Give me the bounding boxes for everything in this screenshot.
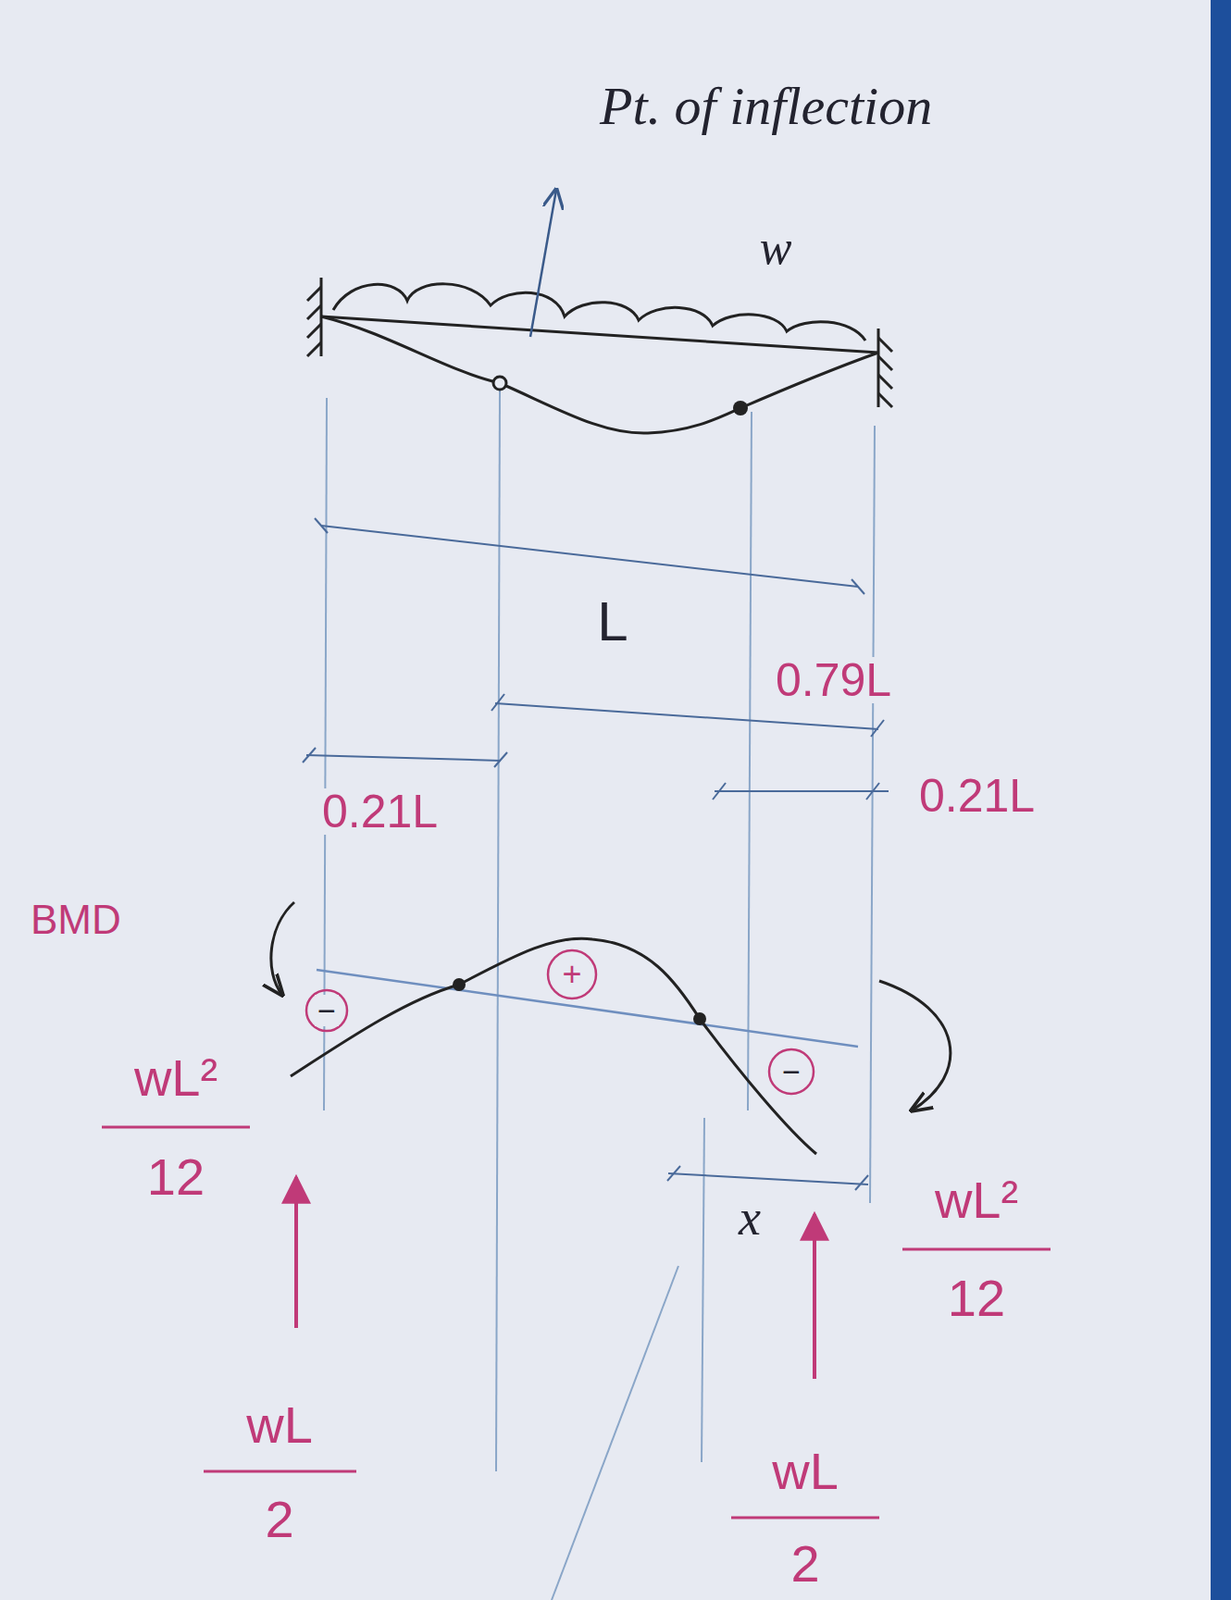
deflected-shape [321,316,879,434]
bmd-baseline [316,969,858,1047]
leader-line [551,1266,679,1600]
reaction-label: wL [243,1399,316,1452]
moment-label: wL² [131,1052,221,1105]
udl-load [333,284,866,341]
bmd-curve [290,938,817,1155]
reaction-arrow [812,1214,817,1380]
sign-label: + [559,957,585,992]
reaction-label: 2 [787,1538,822,1591]
fixed-support [878,328,893,408]
moment-label: wL² [932,1174,1021,1227]
diagram-label: BMD [27,899,125,941]
moment-arrow [271,902,295,995]
projection-line [701,1118,705,1463]
sign-circles [306,950,814,1095]
pointer-arrow [530,189,557,337]
dimension-label: 0.21L [916,772,1038,820]
projection-lines [323,388,875,1600]
note-label: Pt. of inflection [596,79,935,134]
page-edge [1210,0,1231,1600]
projection-line [747,411,752,1111]
inflection-point [493,376,507,390]
inflection-point [452,978,466,992]
moment-label: 12 [945,1272,1008,1325]
fixed-support [307,277,322,357]
dimension-label: 0.21L [319,788,441,835]
dimension-label: 0.79L [772,657,895,704]
inflection-point [733,400,748,416]
projection-line [496,388,500,1472]
load-label: w [757,223,796,273]
dimension-lines [302,518,889,1191]
reaction-label: wL [769,1445,842,1498]
reaction-label: 2 [261,1493,297,1546]
moment-arrow [879,981,951,1111]
inflection-point [693,1012,707,1026]
sign-label: − [314,994,339,1027]
dimension-label: x [735,1193,764,1244]
dimension-label: L [594,594,631,650]
sign-label: − [779,1056,804,1088]
reaction-arrow [294,1177,299,1329]
fraction-bars [101,1127,1051,1518]
projection-line [870,425,875,1204]
moment-label: 12 [144,1151,208,1204]
